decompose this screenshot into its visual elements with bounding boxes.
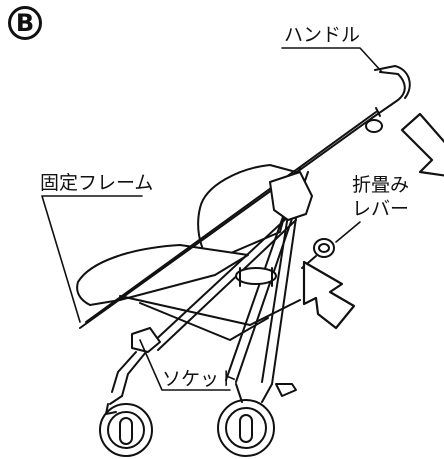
seat-pan (76, 244, 249, 306)
fold-lever (313, 238, 335, 258)
arrow-up-left-icon (302, 260, 356, 330)
label-fixed-frame: 固定フレーム (40, 172, 154, 194)
handle-tube (371, 71, 406, 119)
leader-handle (281, 47, 383, 73)
fixed-frame-tube-inner (85, 111, 377, 323)
socket-part (131, 327, 161, 353)
arrow-down-right-icon (400, 112, 444, 177)
front-wheel (99, 395, 153, 457)
leader-fold-lever (335, 221, 361, 243)
leader-socket (139, 339, 231, 391)
label-fold-lever-1: 折畳み (352, 174, 410, 196)
front-leg (149, 214, 291, 346)
fixed-frame-tube (79, 117, 373, 329)
brake-pedal (275, 383, 297, 397)
handle-grip (374, 65, 411, 99)
handle-hinge (365, 119, 383, 133)
label-socket: ソケット (162, 368, 239, 390)
seat-rail (119, 295, 301, 326)
rear-wheel (217, 383, 275, 457)
rear-pivot (235, 267, 277, 285)
label-handle: ハンドル (284, 24, 361, 46)
label-fold-lever-2: レバー (352, 198, 410, 220)
section-badge: B (8, 6, 42, 40)
leader-fixed-frame (41, 195, 143, 323)
frame-hub (269, 171, 313, 221)
